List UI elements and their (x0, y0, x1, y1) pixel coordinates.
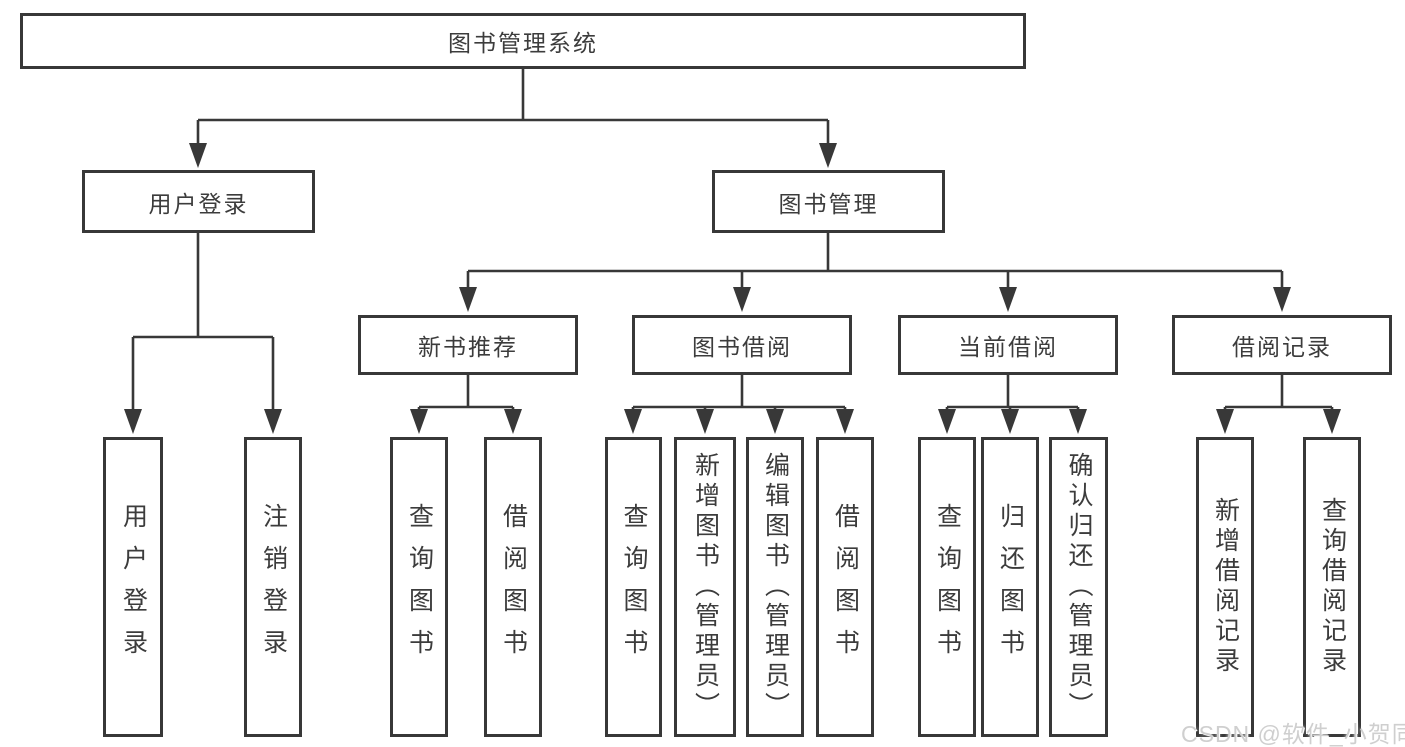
node-label: 确认归还（管理员） (1065, 452, 1093, 722)
node-user-login-action: 用户登录 (103, 437, 163, 737)
node-book-management: 图书管理 (712, 170, 945, 233)
node-label: 用户登录 (119, 503, 148, 671)
node-logout: 注销登录 (244, 437, 302, 737)
node-label: 图书管理系统 (448, 30, 598, 56)
node-borrowing-records: 借阅记录 (1172, 315, 1392, 375)
node-label: 新增借阅记录 (1211, 497, 1240, 677)
node-user-login: 用户登录 (82, 170, 315, 233)
node-query-books-current: 查询图书 (918, 437, 976, 737)
node-add-books-admin: 新增图书（管理员） (674, 437, 736, 737)
node-label: 查询借阅记录 (1318, 497, 1347, 677)
node-query-borrow-record: 查询借阅记录 (1303, 437, 1361, 737)
node-new-book-recommendation: 新书推荐 (358, 315, 578, 375)
watermark: CSDN @软件_小贺同学 (1181, 721, 1405, 747)
node-label: 图书管理 (778, 190, 879, 217)
node-label: 借阅记录 (1232, 334, 1332, 360)
node-borrow-books-recommend: 借阅图书 (484, 437, 542, 737)
node-label: 用户登录 (148, 190, 249, 217)
node-book-borrowing: 图书借阅 (632, 315, 852, 375)
node-label: 新增图书（管理员） (691, 452, 720, 722)
node-label: 查询图书 (933, 503, 962, 671)
node-return-books: 归还图书 (981, 437, 1039, 737)
node-label: 归还图书 (996, 503, 1025, 671)
node-add-borrow-record: 新增借阅记录 (1196, 437, 1254, 737)
node-query-books-borrow: 查询图书 (605, 437, 662, 737)
node-label: 查询图书 (620, 503, 648, 671)
node-edit-books-admin: 编辑图书（管理员） (746, 437, 804, 737)
node-confirm-return-admin: 确认归还（管理员） (1049, 437, 1108, 737)
node-library-management-system: 图书管理系统 (20, 13, 1026, 69)
node-current-borrowing: 当前借阅 (898, 315, 1118, 375)
node-label: 新书推荐 (418, 334, 518, 360)
node-label: 编辑图书（管理员） (761, 452, 790, 722)
node-label: 当前借阅 (958, 334, 1058, 360)
node-query-books-recommend: 查询图书 (390, 437, 448, 737)
node-label: 借阅图书 (499, 503, 528, 671)
node-label: 图书借阅 (692, 334, 792, 360)
node-borrow-books: 借阅图书 (816, 437, 874, 737)
node-label: 查询图书 (405, 503, 434, 671)
node-label: 借阅图书 (831, 503, 860, 671)
node-label: 注销登录 (259, 503, 288, 671)
